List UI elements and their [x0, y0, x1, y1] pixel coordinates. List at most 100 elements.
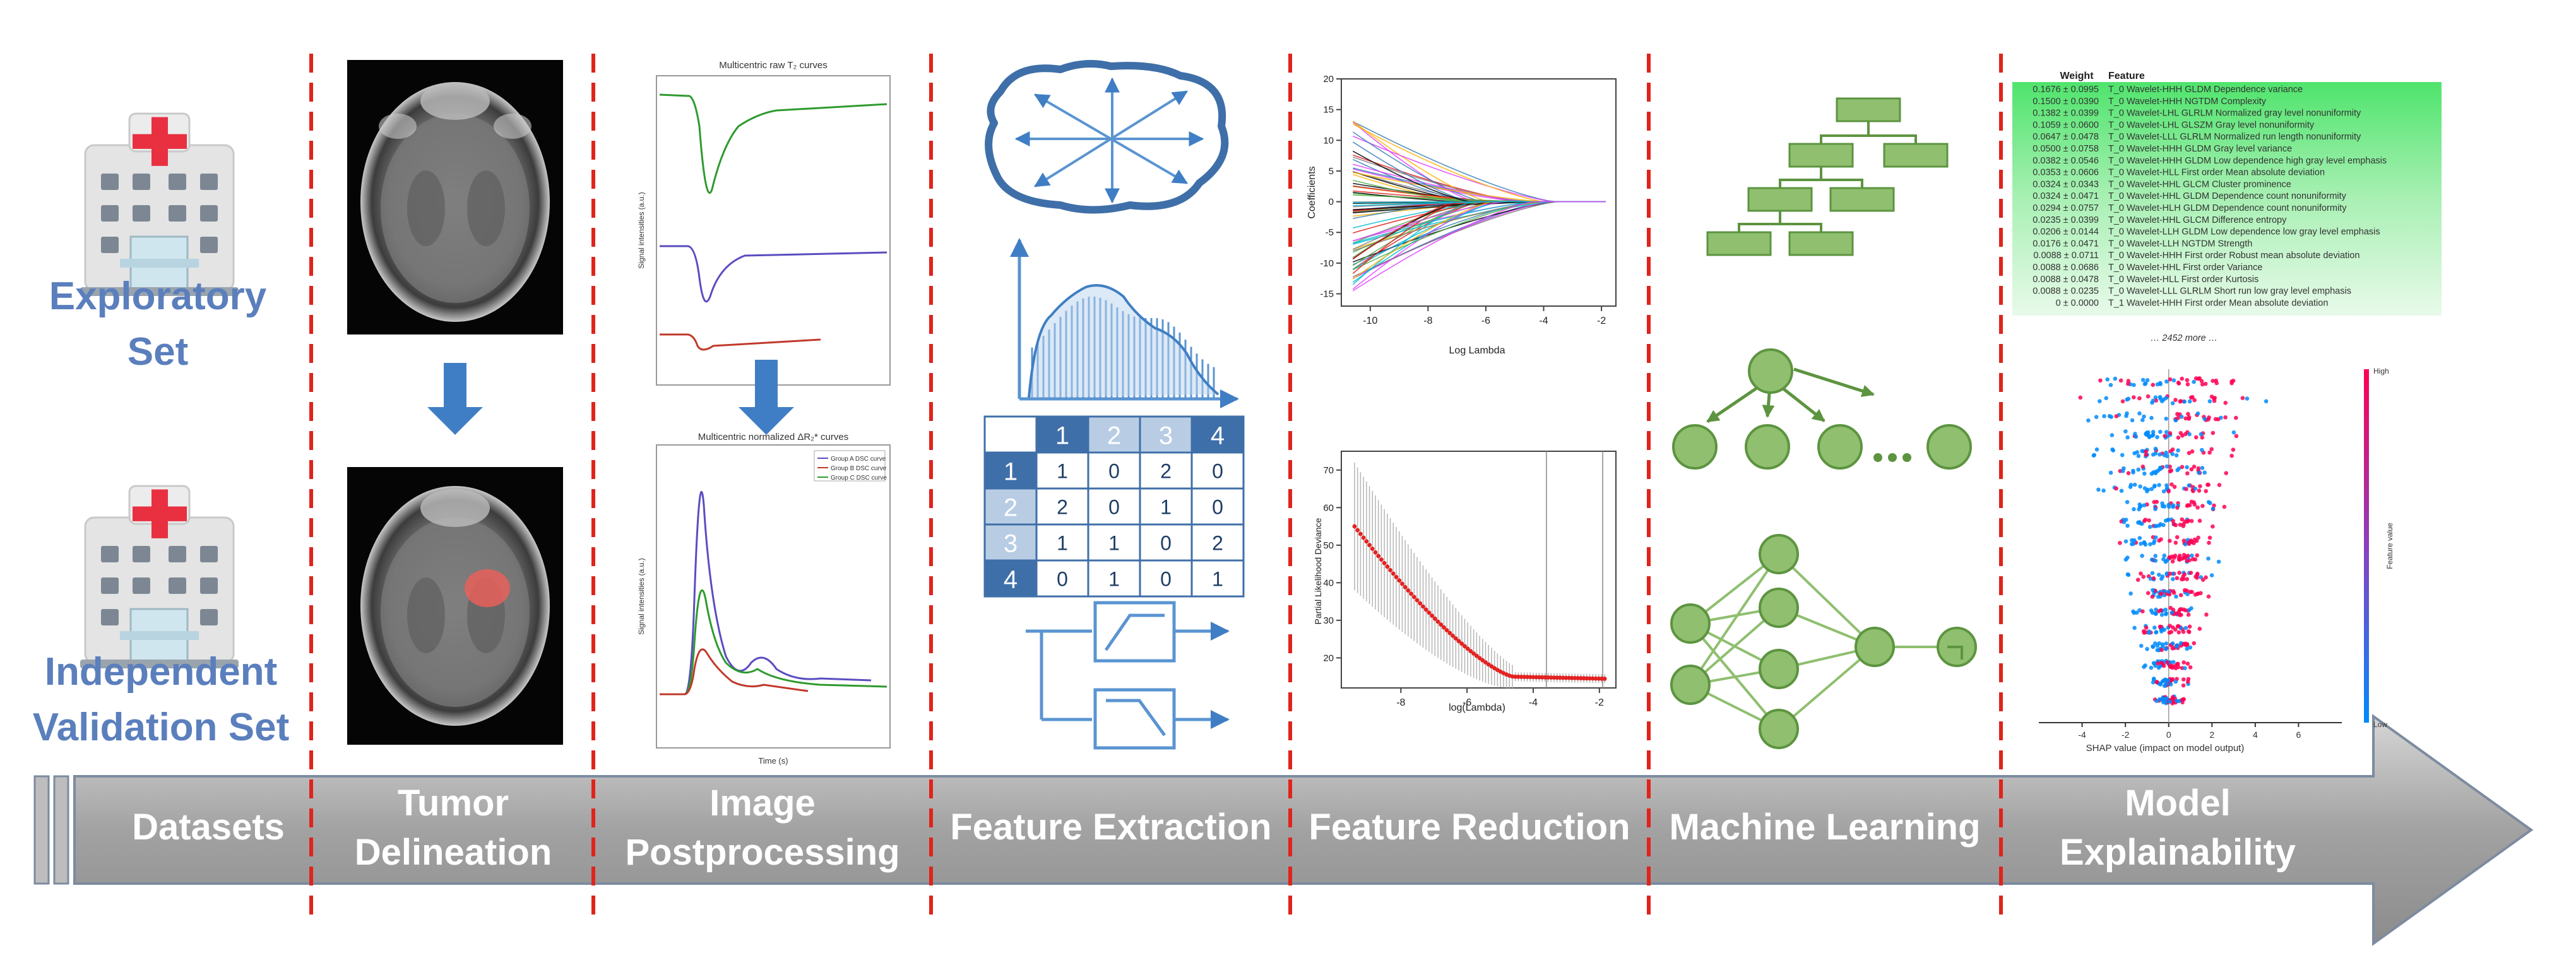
- cv-point: [1439, 622, 1444, 627]
- shap-dot: [2183, 608, 2188, 613]
- shap-dot: [2164, 430, 2169, 434]
- shap-dot: [2204, 612, 2209, 617]
- cv-point: [1552, 675, 1557, 680]
- shap-dot: [2140, 609, 2145, 613]
- shap-dot: [2158, 591, 2163, 596]
- glcm-cell: 1: [1160, 496, 1172, 519]
- shap-dot: [2142, 486, 2147, 490]
- cv-point: [1400, 581, 1404, 586]
- mri-slice-segmented: [347, 467, 563, 745]
- cv-point: [1567, 675, 1571, 680]
- shap-dot: [2091, 453, 2096, 458]
- down-arrow-postproc: [739, 360, 794, 435]
- shap-dot: [2170, 641, 2175, 646]
- shap-dot: [2169, 482, 2174, 487]
- shap-dot: [2185, 382, 2190, 387]
- cv-point: [1391, 571, 1396, 576]
- shap-dot: [2139, 571, 2143, 576]
- shap-dot: [2188, 645, 2193, 650]
- shap-dot: [2096, 487, 2101, 492]
- shap-dot: [2185, 577, 2189, 581]
- shap-dot: [2147, 434, 2152, 439]
- cv-point: [1430, 613, 1435, 618]
- nn-node: [1670, 603, 1711, 644]
- shap-dot: [2186, 503, 2190, 507]
- weight-feature-name: T_0 Wavelet-HHL GLCM Cluster prominence: [2108, 179, 2291, 189]
- shap-dot: [2192, 379, 2196, 384]
- shap-dot: [2144, 431, 2148, 436]
- norm-curve-b: [660, 648, 809, 696]
- weight-feature-name: T_0 Wavelet-HHL GLDM Dependence count no…: [2108, 191, 2347, 201]
- shap-dot: [2178, 554, 2182, 558]
- shap-dot: [2145, 378, 2150, 382]
- shap-dot: [2185, 465, 2189, 470]
- shap-dot: [2151, 430, 2156, 434]
- shap-dot: [2130, 418, 2135, 423]
- shap-dot: [2126, 381, 2130, 386]
- shap-dot: [2132, 610, 2137, 615]
- shap-dot: [2187, 483, 2192, 488]
- shap-dot: [2207, 399, 2212, 404]
- shap-dot: [2171, 519, 2175, 523]
- shap-dot: [2180, 556, 2185, 561]
- cv-point: [1465, 646, 1470, 651]
- legend-group-b: Group B DSC curve: [831, 465, 887, 472]
- shap-dot: [2132, 625, 2137, 631]
- shap-colorbar-low: Low: [2373, 720, 2387, 729]
- shap-dot: [2168, 469, 2173, 474]
- cv-point: [1480, 658, 1485, 663]
- cv-point: [1451, 633, 1456, 638]
- stage-label-machine-learning: Machine Learning: [1669, 807, 1980, 848]
- shap-dot: [2231, 379, 2236, 383]
- glcm-cell: 1: [1108, 532, 1120, 555]
- shap-dot: [2192, 502, 2197, 507]
- shap-dot: [2147, 631, 2151, 635]
- shap-dot: [2137, 507, 2141, 512]
- shap-dot: [2199, 432, 2204, 437]
- shap-dot: [2186, 554, 2190, 558]
- cv-point: [1602, 677, 1607, 681]
- weight-feature-name: T_0 Wavelet-LHL GLSZM Gray level nonunif…: [2108, 120, 2315, 130]
- glcm-row-label-4: 4: [1004, 566, 1018, 594]
- shap-dot: [2165, 660, 2169, 665]
- glcm-row-label-2: 2: [1004, 494, 1018, 522]
- shap-dot: [2188, 665, 2193, 670]
- shap-dot: [2211, 524, 2215, 529]
- shap-dot: [2104, 396, 2108, 401]
- cv-point: [1534, 675, 1539, 680]
- shap-dot: [2182, 588, 2187, 593]
- shap-dot: [2234, 434, 2239, 439]
- shap-dot: [2186, 612, 2191, 617]
- shap-dot: [2140, 554, 2144, 558]
- shap-dot: [2176, 624, 2181, 629]
- shap-dot: [2188, 571, 2193, 575]
- shap-dot: [2200, 466, 2205, 470]
- cv-point: [1411, 595, 1416, 600]
- shap-dot: [2187, 624, 2192, 629]
- shap-dot: [2172, 485, 2177, 489]
- shap-dot: [2183, 625, 2188, 631]
- shap-dot: [2167, 504, 2171, 509]
- shap-dot: [2163, 434, 2167, 439]
- shap-dot: [2196, 535, 2200, 540]
- shap-colorbar-label: Feature value: [2385, 523, 2394, 569]
- cv-deviance-plot: Partial Likelihood Deviance log(Lambda) …: [1313, 451, 1617, 713]
- cv-point: [1581, 676, 1586, 681]
- shap-dot: [2164, 417, 2168, 421]
- shap-dot: [2146, 394, 2151, 399]
- glcm-row-label-3: 3: [1004, 530, 1018, 558]
- glcm-cell: 0: [1160, 532, 1172, 555]
- weight-feature-name: T_0 Wavelet-HHH First order Robust mean …: [2108, 251, 2359, 261]
- shap-dot: [2149, 487, 2154, 492]
- shap-dot: [2168, 699, 2172, 704]
- shap-dot: [2158, 697, 2162, 702]
- tumor-roi: [465, 569, 510, 607]
- shap-dot: [2185, 661, 2190, 666]
- shap-dot: [2177, 571, 2181, 575]
- shap-x-tick: -4: [2078, 730, 2086, 740]
- shap-dot: [2145, 647, 2149, 651]
- nn-node: [1759, 709, 1799, 749]
- cv-point: [1442, 625, 1446, 630]
- shap-dot: [2114, 414, 2119, 418]
